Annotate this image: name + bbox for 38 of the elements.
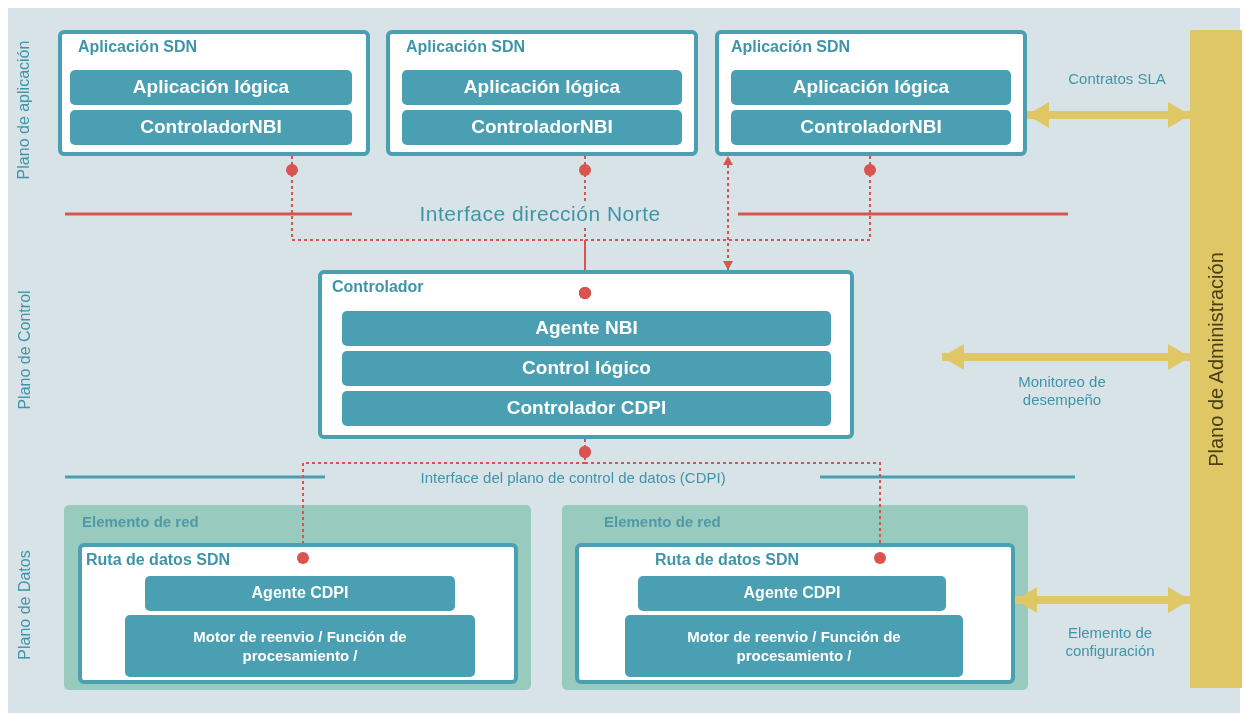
- datapath-box: [78, 543, 518, 684]
- forwarding-bar: Motor de reenvio / Función de procesamiento /: [125, 615, 475, 677]
- plane-label: Plano de Control: [15, 290, 34, 410]
- logic-bar: Aplicación lógica: [70, 70, 352, 105]
- agent-bar: Agente NBI: [342, 311, 831, 346]
- logic-bar: Aplicación lógica: [402, 70, 682, 105]
- agent-bar: Agente CDPI: [145, 576, 455, 611]
- plane-label: Plano de aplicación: [14, 40, 33, 180]
- dotted-arrow: [723, 155, 733, 271]
- application-box: [715, 30, 1027, 156]
- box-title: Ruta de datos SDN: [655, 551, 799, 569]
- logic-bar: Aplicación lógica: [731, 70, 1011, 105]
- network-element-panel: [562, 505, 1028, 690]
- box-title: Controlador: [332, 278, 424, 296]
- application-box: [58, 30, 370, 156]
- management-plane-bar: [1190, 30, 1242, 688]
- logic-bar: Control lógico: [342, 351, 831, 386]
- double-arrow: [1027, 102, 1190, 128]
- plane-label: Plano de Administración: [1204, 251, 1228, 467]
- box-title: Aplicación SDN: [78, 38, 198, 56]
- box-title: Elemento de red: [82, 513, 199, 530]
- box-title: Aplicación SDN: [731, 38, 851, 56]
- datapath-box: [575, 543, 1015, 684]
- box-title: Aplicación SDN: [406, 38, 526, 56]
- controller-bar: Controlador CDPI: [342, 391, 831, 426]
- controller-box: [318, 270, 854, 439]
- forwarding-bar: Motor de reenvio / Función de procesamiento /: [625, 615, 963, 677]
- box-title: Elemento de red: [604, 513, 721, 530]
- box-title: Ruta de datos SDN: [86, 551, 230, 569]
- dotted-connector: [579, 155, 876, 299]
- agent-bar: Agente CDPI: [638, 576, 946, 611]
- network-element-panel: [64, 505, 531, 690]
- application-box: [386, 30, 698, 156]
- double-arrow: [1015, 587, 1190, 613]
- controller-bar: ControladorNBI: [402, 110, 682, 145]
- plane-label: Plano de Datos: [15, 550, 34, 660]
- controller-bar: ControladorNBI: [70, 110, 352, 145]
- controller-bar: ControladorNBI: [731, 110, 1011, 145]
